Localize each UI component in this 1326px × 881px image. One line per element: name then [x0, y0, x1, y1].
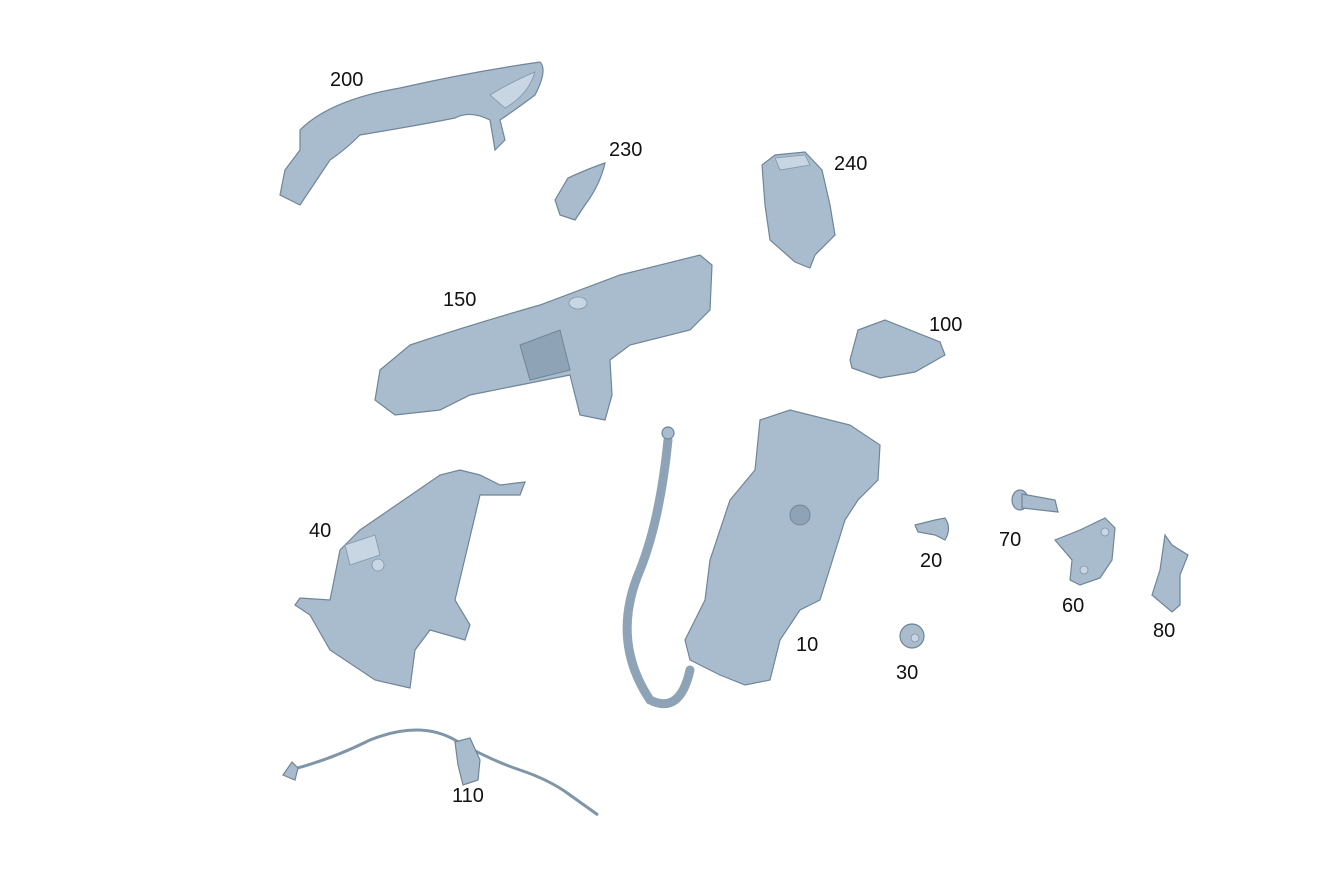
- label-240: 240: [834, 153, 868, 175]
- part-40-bracket[interactable]: [294, 469, 526, 689]
- part-10-lock[interactable]: [622, 409, 881, 709]
- part-80-plate[interactable]: [1151, 533, 1189, 613]
- part-240-bracket[interactable]: [761, 151, 836, 269]
- part-200-handle[interactable]: [279, 61, 544, 206]
- part-20-bolt[interactable]: [914, 517, 950, 541]
- part-110-cable[interactable]: [282, 728, 599, 817]
- label-230: 230: [609, 139, 643, 161]
- label-110: 110: [452, 785, 484, 807]
- part-150-carrier[interactable]: [374, 254, 713, 421]
- part-230-insert[interactable]: [554, 162, 606, 221]
- label-10: 10: [796, 634, 819, 656]
- label-100: 100: [929, 314, 963, 336]
- label-60: 60: [1062, 595, 1085, 617]
- label-40: 40: [309, 520, 332, 542]
- label-70: 70: [999, 529, 1022, 551]
- part-100-connector[interactable]: [849, 319, 946, 379]
- part-60-striker[interactable]: [1054, 517, 1116, 586]
- label-20: 20: [920, 550, 943, 572]
- part-30-screw[interactable]: [899, 623, 925, 649]
- label-150: 150: [443, 289, 477, 311]
- label-80: 80: [1153, 620, 1176, 642]
- part-70-screw[interactable]: [1011, 489, 1059, 513]
- label-200: 200: [330, 69, 364, 91]
- label-30: 30: [896, 662, 919, 684]
